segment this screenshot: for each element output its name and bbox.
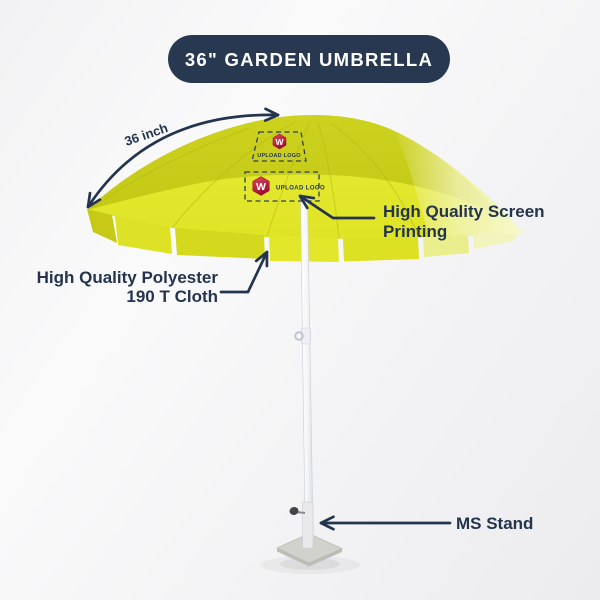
upload-logo-top-box[interactable] [251,131,307,162]
polyester-arrow [219,250,269,294]
canopy-right-highlight [390,129,523,237]
pole-joint-ring [294,331,304,341]
size-annotation: 36 inch [123,120,170,149]
screen-printing-arrow [298,194,376,220]
arrowhead-icon [263,107,280,122]
valance-flap [343,237,419,262]
screen-printing-line2: Printing [383,222,447,241]
valance-flap [87,209,117,243]
stand-arrow [319,515,452,531]
upload-logo-front-placeholder[interactable]: W UPLOAD LOGO [244,171,325,202]
umbrella-valance [87,209,518,262]
valance-flap [175,228,265,259]
umbrella-canopy [87,115,523,239]
page-title: 36" GARDEN UMBRELLA [185,49,433,70]
brand-logo-letter: W [256,181,266,193]
title-badge-pill [168,35,450,83]
arrowhead-icon [86,191,102,209]
callout-line [219,250,269,294]
arrowhead-icon [319,515,335,531]
upload-logo-front-label: UPLOAD LOGO [276,186,325,192]
upload-logo-top-label: UPLOAD LOGO [257,153,300,159]
size-arc [86,113,280,209]
stand-annotation: MS Stand [456,514,533,533]
ms-stand [260,501,360,574]
upload-logo-front-box[interactable] [244,171,320,202]
screen-printing-annotation: High Quality Screen Printing [383,202,545,241]
arrowhead-icon [298,194,316,210]
clamp-knob [289,506,299,516]
stand-socket-tube [302,501,314,549]
brand-logo-icon [252,176,270,196]
pole-joint-collar [301,327,311,345]
callout-line [298,194,376,220]
valance-flap [423,235,469,257]
polyester-line2: 190 T Cloth [126,287,218,306]
valance-flap [115,216,172,254]
polyester-annotation: High Quality Polyester 190 T Cloth [37,268,219,306]
size-arrow [86,107,280,209]
brand-logo-letter: W [275,137,284,147]
brand-logo-icon [272,133,287,150]
upload-logo-top-placeholder[interactable]: W UPLOAD LOGO [251,131,307,162]
valance-flap [473,233,518,249]
arrowhead-icon [254,250,269,268]
polyester-line1: High Quality Polyester [37,268,219,287]
screen-printing-line1: High Quality Screen [383,202,545,221]
title-badge: 36" GARDEN UMBRELLA [168,35,450,83]
